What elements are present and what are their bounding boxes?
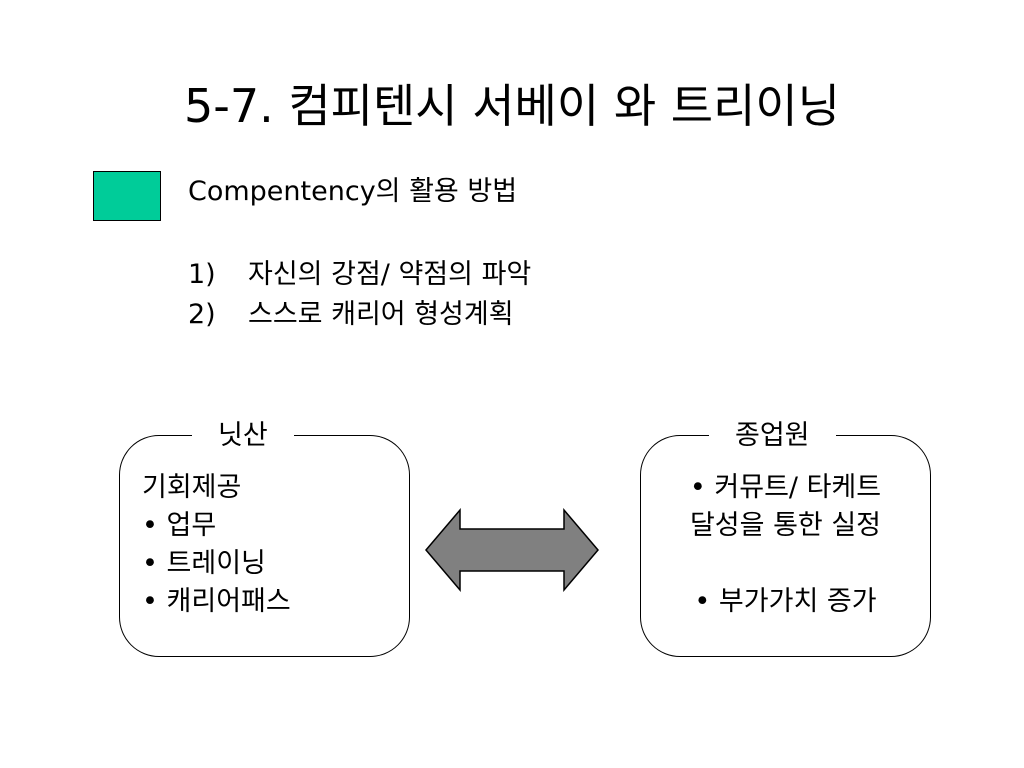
list-item-2: 2) 스스로 캐리어 형성계획 [188,295,514,335]
employee-box-extra: • 부가가치 증가 [694,586,877,617]
nissan-box-item: • 트레이닝 [142,548,266,579]
employee-box: 종업원 • 커뮤트/ 타케트 달성을 통한 실정 • 부가가치 증가 [640,416,931,657]
nissan-box-heading: 기회제공 [142,472,242,503]
arrow-shape [425,508,599,592]
nissan-box-content: 기회제공 • 업무 • 트레이닝 • 캐리어패스 [142,469,291,621]
list-item-1: 1) 자신의 강점/ 약점의 파악 [188,255,531,295]
spacer [641,545,930,583]
employee-box-line: • 커뮤트/ 타케트 [689,472,882,503]
green-square-marker [93,171,161,221]
double-headed-arrow-icon [425,508,599,592]
employee-box-content: • 커뮤트/ 타케트 달성을 통한 실정 • 부가가치 증가 [641,469,930,621]
slide-title: 5-7. 컴피텐시 서베이 와 트리이닝 [183,79,841,133]
list-item-text: 스스로 캐리어 형성계획 [248,299,514,330]
nissan-box-label: 닛산 [192,416,294,456]
nissan-box-item: • 업무 [142,510,217,541]
employee-box-line: 달성을 통한 실정 [689,510,882,541]
employee-box-label: 종업원 [709,416,836,456]
nissan-box: 닛산 기회제공 • 업무 • 트레이닝 • 캐리어패스 [119,416,410,657]
list-item-number: 1) [188,259,216,290]
list-item-text: 자신의 강점/ 약점의 파악 [248,259,532,290]
subtitle: Compentency의 활용 방법 [188,176,518,207]
nissan-box-item: • 캐리어패스 [142,586,291,617]
list-item-number: 2) [188,299,216,330]
